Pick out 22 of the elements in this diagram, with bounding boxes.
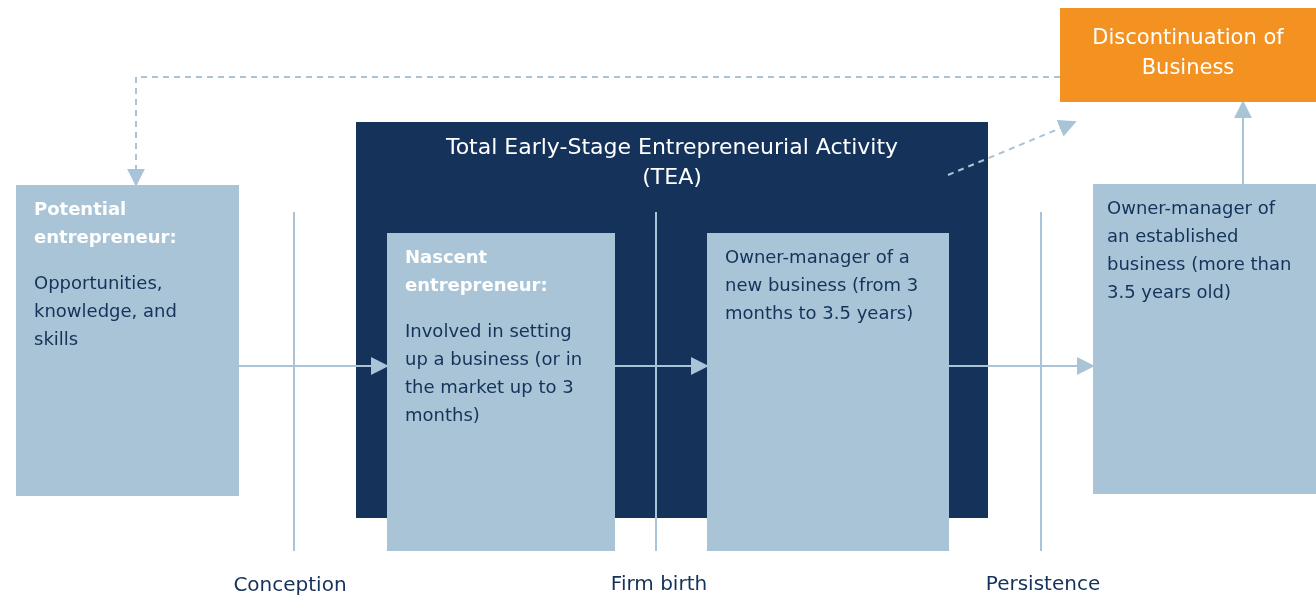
- stage-box: [16, 185, 239, 496]
- milestone-label: Persistence: [985, 571, 1101, 595]
- box-text: Discontinuation of Business: [1091, 24, 1285, 81]
- stage-box: [1093, 184, 1316, 494]
- arrow: [127, 76, 1061, 187]
- arrow: [238, 357, 389, 375]
- stage-box: [387, 233, 615, 551]
- outcome-box: [1060, 8, 1316, 102]
- box-heading: Potential entrepreneur:: [34, 197, 178, 249]
- stage-box: [707, 233, 949, 551]
- arrow: [614, 357, 709, 375]
- box-text: Opportunities, knowledge, and skills: [34, 271, 178, 351]
- box-text: Owner-manager of an established business (more than 3.5 years old): [1107, 196, 1293, 304]
- milestone-label: Conception: [233, 572, 347, 596]
- arrow: [947, 119, 1077, 176]
- box-text: Owner-manager of a new business (from 3 months to 3.5 years): [725, 245, 920, 325]
- box-text: Total Early-Stage Entrepreneurial Activity (TEA): [444, 133, 900, 191]
- milestone-label: Firm birth: [610, 571, 708, 595]
- arrow: [1234, 100, 1252, 185]
- arrow: [948, 357, 1095, 375]
- box-text: Involved in setting up a business (or in the market up to 3 months): [405, 319, 584, 427]
- box-heading: Nascent entrepreneur:: [405, 245, 549, 297]
